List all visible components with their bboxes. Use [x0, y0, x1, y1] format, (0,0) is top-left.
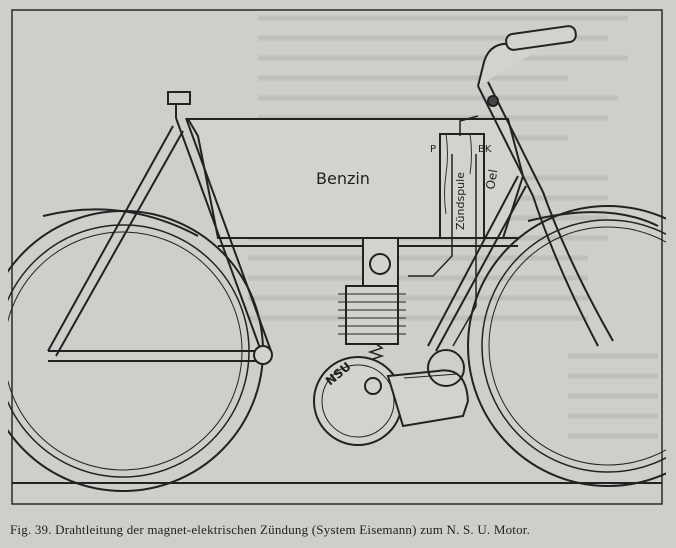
- handlebar: [477, 25, 577, 107]
- coil-label: Zündspule: [454, 172, 467, 230]
- front-wheel: [467, 205, 666, 487]
- terminal-p-label: P: [430, 144, 436, 155]
- tank-label: Benzin: [316, 169, 370, 188]
- terminal-bk-label: BK: [478, 144, 492, 155]
- figure-caption: Fig. 39. Drahtleitung der magnet-elektri…: [10, 522, 531, 537]
- plate-border: [11, 9, 663, 505]
- motorcycle-diagram: Benzin Zündspule P BK Oel: [8, 9, 666, 505]
- seat-post: [167, 91, 191, 118]
- oil-label: Oel: [483, 168, 500, 190]
- engine: [253, 237, 470, 446]
- ignition-wiring: [408, 115, 479, 347]
